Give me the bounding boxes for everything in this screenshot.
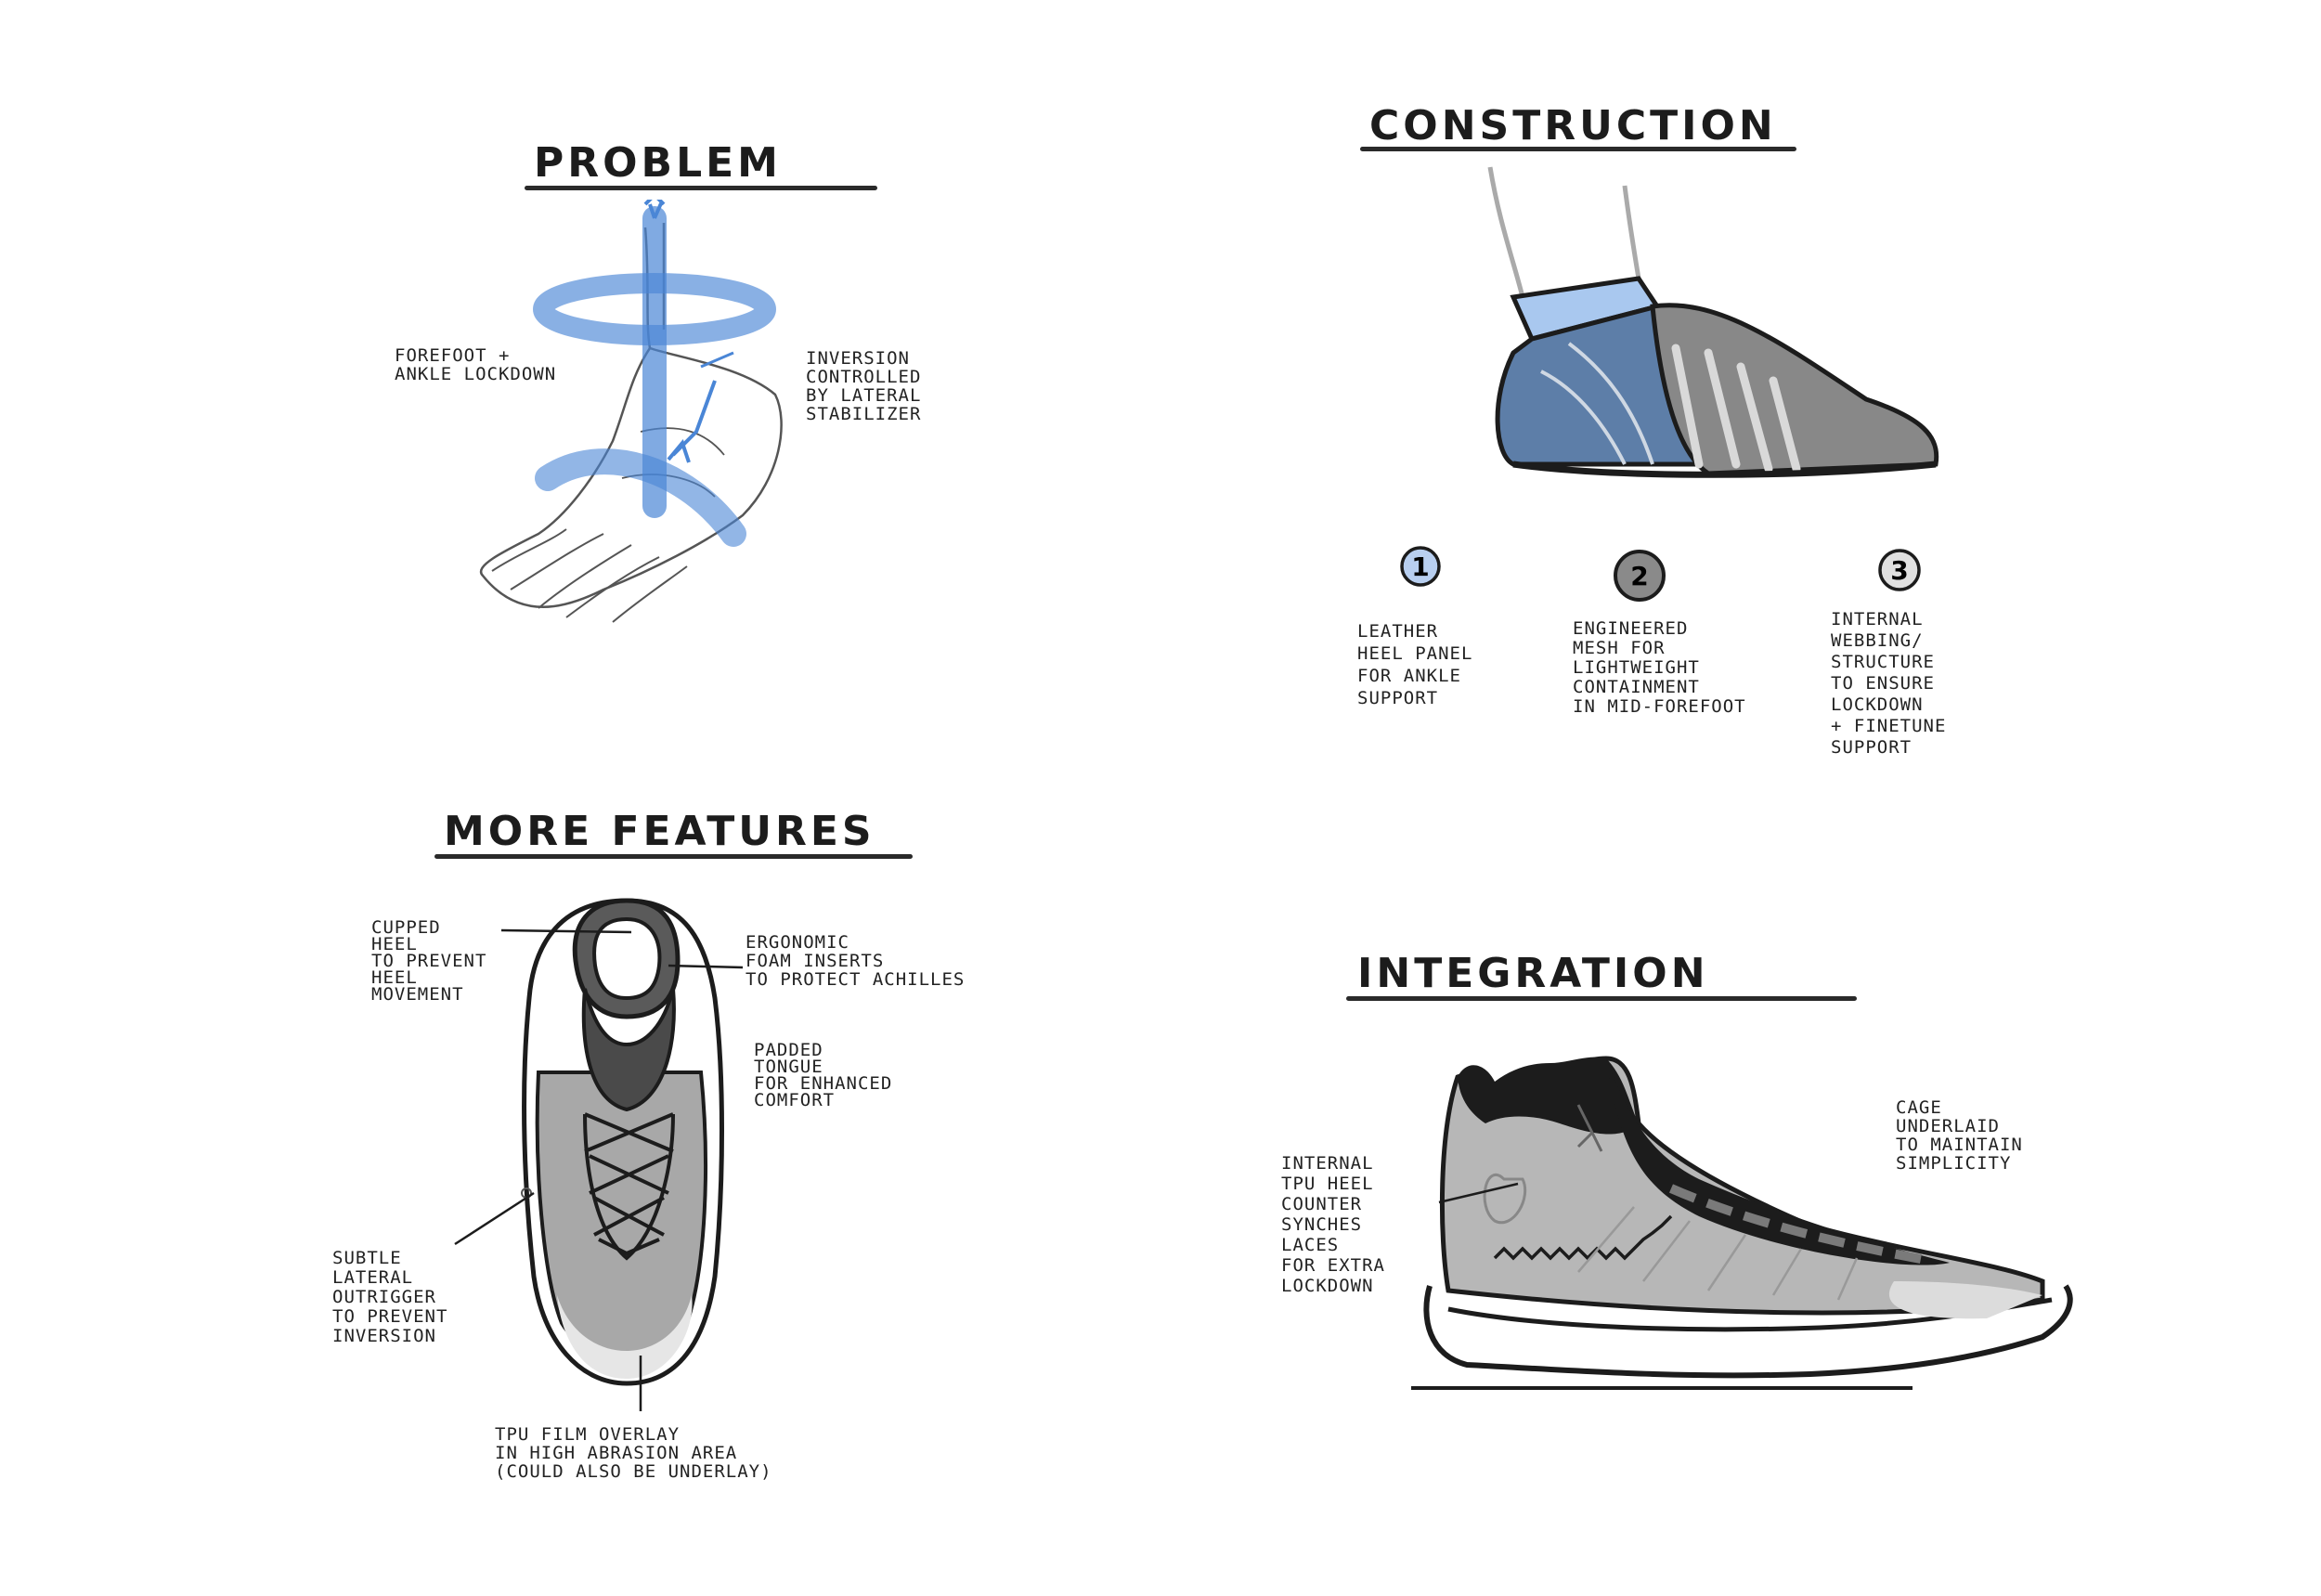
- tpu-film-note: TPU FILM OVERLAY IN HIGH ABRASION AREA (…: [495, 1424, 772, 1482]
- step-1-badge: 1: [1400, 546, 1441, 587]
- integrated-shoe-sketch: [1411, 1056, 2073, 1390]
- problem-title: PROBLEM: [534, 139, 782, 187]
- step-1-text: LEATHER HEEL PANEL FOR ANKLE SUPPORT: [1357, 621, 1473, 708]
- step-2-text: ENGINEERED MESH FOR LIGHTWEIGHT CONTAINM…: [1573, 618, 1746, 717]
- svg-text:3: 3: [1890, 555, 1908, 586]
- ergonomic-foam-note: ERGONOMIC FOAM INSERTS TO PROTECT ACHILL…: [746, 932, 966, 990]
- forefoot-lockdown-note: FOREFOOT + ANKLE LOCKDOWN: [395, 345, 557, 384]
- inversion-note: INVERSION CONTROLLED BY LATERAL STABILIZ…: [806, 348, 922, 424]
- svg-text:2: 2: [1630, 561, 1648, 591]
- lateral-outrigger-note: SUBTLE LATERAL OUTRIGGER TO PREVENT INVE…: [332, 1248, 448, 1346]
- more-features-title-underline: [434, 854, 913, 859]
- cage-underlaid-note: CAGE UNDERLAID TO MAINTAIN SIMPLICITY: [1896, 1097, 2023, 1174]
- construction-title: CONSTRUCTION: [1369, 102, 1777, 149]
- construction-title-underline: [1360, 147, 1796, 151]
- more-features-leaders: [454, 928, 744, 1411]
- foot-anatomy-sketch: [479, 200, 783, 623]
- integration-title: INTEGRATION: [1357, 950, 1709, 997]
- svg-text:1: 1: [1411, 551, 1429, 582]
- more-features-title: MORE FEATURES: [444, 808, 875, 855]
- shoe-top-view-sketch: [521, 898, 724, 1386]
- step-3-badge: 3: [1878, 549, 1921, 591]
- problem-title-underline: [525, 186, 877, 190]
- cupped-heel-note: CUPPED HEEL TO PREVENT HEEL MOVEMENT: [371, 917, 487, 1005]
- integration-title-underline: [1346, 996, 1857, 1001]
- integration-leader: [1438, 1182, 1519, 1204]
- shoe-construction-sketch: [1487, 166, 1939, 478]
- step-2-badge: 2: [1614, 550, 1666, 602]
- step-3-text: INTERNAL WEBBING/ STRUCTURE TO ENSURE LO…: [1831, 609, 1947, 758]
- internal-tpu-note: INTERNAL TPU HEEL COUNTER SYNCHES LACES …: [1281, 1153, 1385, 1296]
- padded-tongue-note: PADDED TONGUE FOR ENHANCED COMFORT: [754, 1040, 893, 1110]
